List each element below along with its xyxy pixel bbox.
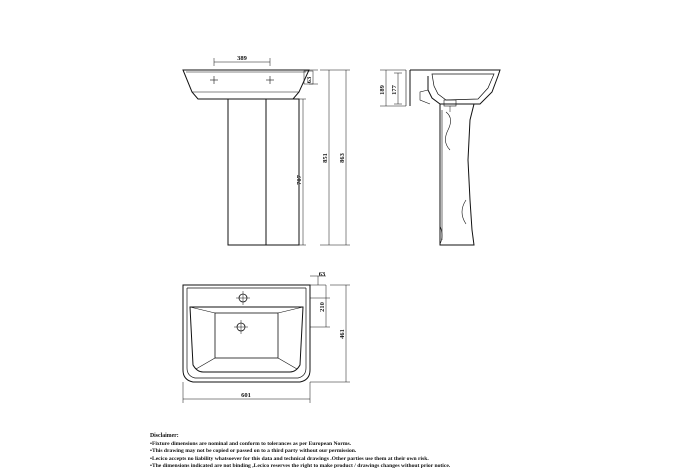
disclaimer-line: •The dimensions indicated are not bindin… [150, 463, 451, 470]
disclaimer-line: •Lecico accepts no liability whatsoever … [150, 455, 429, 462]
front-elevation: 389 63 707 851 863 [182, 55, 350, 246]
plan-tap-hole-icon [236, 291, 250, 305]
dim-plan-tap-offset: 63 [319, 271, 326, 278]
plan-waste-hole-icon [234, 320, 248, 334]
side-elevation: 189 177 [379, 69, 501, 246]
dim-overall-height-863: 863 [339, 152, 346, 163]
disclaimer-line: •Fixture dimensions are nominal and conf… [150, 440, 352, 447]
dim-plan-width-601: 601 [241, 392, 251, 399]
dim-basin-depth-small: 63 [306, 76, 313, 83]
plan-view: 63 210 461 601 [182, 271, 350, 403]
dim-basin-width-top: 389 [237, 55, 248, 62]
dim-side-height-177: 177 [391, 84, 398, 95]
dim-plan-depth-210: 210 [319, 302, 326, 312]
dim-overall-height-851: 851 [322, 153, 329, 163]
pedestal-left [227, 98, 267, 246]
dim-plan-depth-461: 461 [339, 329, 346, 339]
tap-hole-left-icon [210, 76, 218, 84]
pedestal-right [265, 98, 300, 246]
disclaimer: Disclaimer: •Fixture dimensions are nomi… [150, 433, 680, 471]
disclaimer-title: Disclaimer: [150, 433, 179, 439]
dim-side-height-189: 189 [379, 84, 386, 95]
disclaimer-line: •This drawing may not be copied or passe… [150, 448, 357, 455]
tap-hole-right-icon [266, 76, 274, 84]
dim-pedestal-height: 707 [296, 174, 303, 185]
